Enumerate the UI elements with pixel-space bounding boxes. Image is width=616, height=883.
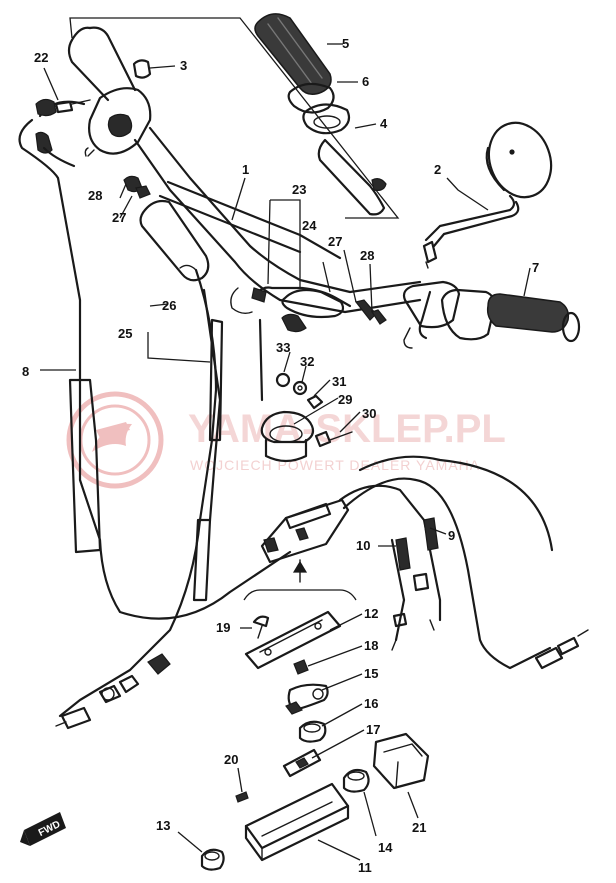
callout-2: 2	[434, 162, 441, 177]
left-lever-bracket	[84, 87, 152, 157]
screw-19	[252, 615, 270, 639]
adjuster-27-28-left	[123, 175, 151, 199]
callout-labels: 22 3 5 6 4 2 1 23 24 27 28 7 28 27 26 25…	[22, 36, 539, 875]
leader-lines	[40, 43, 531, 861]
callout-29: 29	[338, 392, 352, 407]
bar-end-cap	[132, 59, 152, 79]
group-bracket-top	[69, 17, 400, 219]
callout-31: 31	[332, 374, 346, 389]
callout-33: 33	[276, 340, 290, 355]
callout-3: 3	[180, 58, 187, 73]
callout-28-right: 28	[360, 248, 374, 263]
callout-4: 4	[380, 116, 388, 131]
callout-27-right: 27	[328, 234, 342, 249]
part-16	[298, 720, 327, 743]
callout-27-left: 27	[112, 210, 126, 225]
callout-24: 24	[302, 218, 317, 233]
watermark-subtitle: WOJCIECH POWERT DEALER YAMAHA	[190, 457, 480, 473]
throttle-assembly	[254, 13, 387, 216]
callout-12: 12	[364, 606, 378, 621]
junction-cover	[244, 610, 342, 670]
callout-7: 7	[532, 260, 539, 275]
grommet-13	[200, 848, 225, 871]
lever-cable-clamp-right	[251, 286, 387, 333]
dealer-logo-icon	[66, 391, 164, 489]
callout-16: 16	[364, 696, 378, 711]
left-grip	[139, 199, 210, 282]
callout-18: 18	[364, 638, 378, 653]
cable-end-22	[35, 98, 91, 117]
callout-10: 10	[356, 538, 370, 553]
grommet-14	[342, 768, 370, 793]
watermark-title: YAMA-SKLEP.PL	[188, 407, 506, 451]
callout-26: 26	[162, 298, 176, 313]
callout-1: 1	[242, 162, 249, 177]
callout-11: 11	[358, 860, 372, 875]
callout-22: 22	[34, 50, 48, 65]
pin-20	[235, 791, 249, 803]
dealer-watermark: YAMA-SKLEP.PL WOJCIECH POWERT DEALER YAM…	[66, 391, 506, 489]
callout-9: 9	[448, 528, 455, 543]
callout-25: 25	[118, 326, 132, 341]
part-15	[285, 683, 329, 715]
callout-6: 6	[362, 74, 369, 89]
callout-13: 13	[156, 818, 170, 833]
callout-8: 8	[22, 364, 29, 379]
part-18	[293, 659, 309, 675]
callout-20: 20	[224, 752, 238, 767]
clutch-cable	[18, 100, 292, 620]
callout-15: 15	[364, 666, 378, 681]
fwd-arrow-icon: FWD	[20, 812, 66, 846]
callout-5: 5	[342, 36, 349, 51]
junction-housing-11	[244, 782, 350, 862]
holder-bolt	[314, 430, 353, 448]
mirror	[422, 121, 553, 269]
exploded-view-arrow	[243, 559, 357, 601]
callout-14: 14	[378, 840, 393, 855]
callout-28-left: 28	[88, 188, 102, 203]
part-17	[282, 748, 322, 778]
cable-junction	[260, 455, 589, 670]
callout-21: 21	[412, 820, 426, 835]
right-grip-assembly	[402, 280, 581, 349]
callout-23: 23	[292, 182, 306, 197]
cable-holder	[258, 318, 315, 463]
callout-17: 17	[366, 722, 380, 737]
callout-32: 32	[300, 354, 314, 369]
throttle-cable	[55, 268, 224, 730]
callout-19: 19	[216, 620, 230, 635]
washers	[275, 372, 324, 410]
callout-30: 30	[362, 406, 376, 421]
cover-21	[372, 732, 430, 790]
